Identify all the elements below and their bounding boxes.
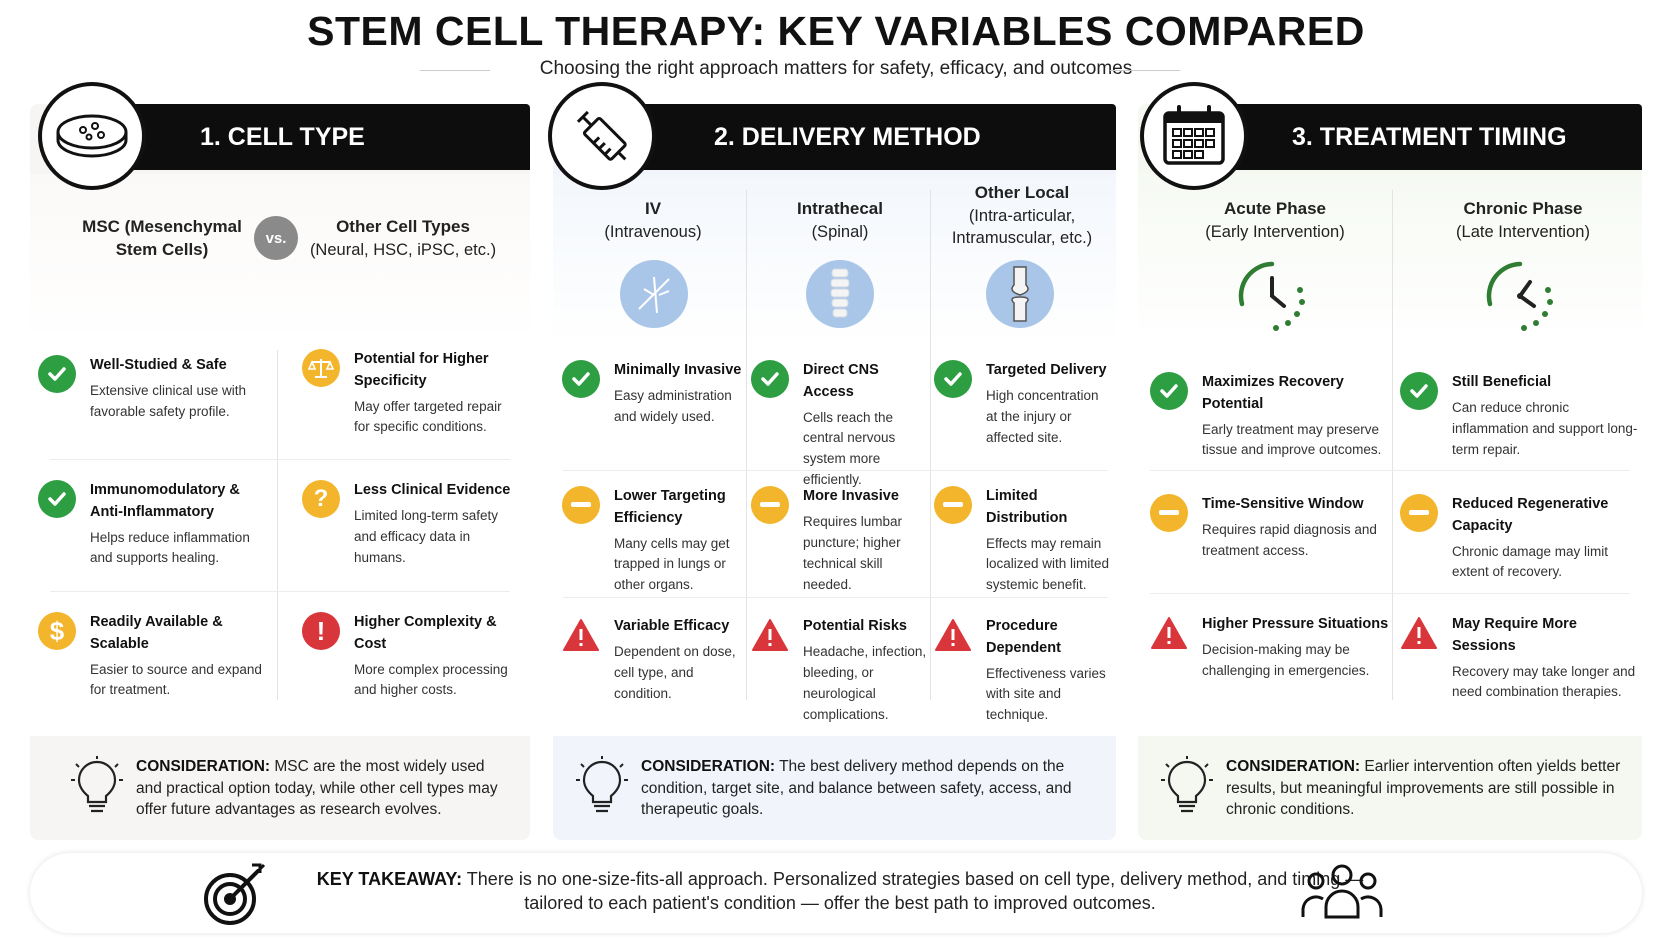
petri-dish-icon — [38, 82, 146, 190]
key-takeaway-bar: KEY TAKEAWAY: There is no one-size-fits-… — [30, 853, 1642, 933]
panel-heading: 2. DELIVERY METHOD — [600, 104, 1116, 170]
target-icon — [204, 863, 266, 925]
column-header-other-cells: Other Cell Types(Neural, HSC, iPSC, etc.… — [309, 217, 497, 259]
subtitle-divider-right — [1110, 70, 1180, 71]
minus-icon — [562, 486, 600, 524]
panel-cell-type — [30, 104, 530, 840]
lightbulb-icon — [1161, 756, 1213, 813]
minus-icon — [1150, 494, 1188, 532]
exclamation-icon: ! — [302, 612, 340, 650]
panel-heading: 3. TREATMENT TIMING — [1192, 104, 1642, 170]
check-icon — [38, 355, 76, 393]
check-icon — [1400, 372, 1438, 410]
page-title: STEM CELL THERAPY: KEY VARIABLES COMPARE… — [307, 8, 1365, 54]
consideration-timing: CONSIDERATION: Earlier intervention ofte… — [1160, 756, 1630, 821]
column-header-iv: IV(Intravenous) — [604, 199, 702, 241]
clock-late-icon — [1482, 258, 1558, 334]
check-icon — [562, 360, 600, 398]
dollar-icon: $ — [38, 612, 76, 650]
minus-icon — [751, 486, 789, 524]
check-icon — [38, 480, 76, 518]
column-header-other-local: Other Local(Intra-articular, Intramuscul… — [951, 183, 1093, 248]
minus-icon — [1400, 494, 1438, 532]
clock-early-icon — [1234, 258, 1310, 334]
column-header-chronic: Chronic Phase(Late Intervention) — [1456, 199, 1590, 241]
column-header-acute: Acute Phase(Early Intervention) — [1205, 199, 1345, 241]
panel-treatment-timing — [1138, 104, 1642, 840]
warning-icon — [1400, 614, 1438, 652]
column-header-intrathecal: Intrathecal(Spinal) — [797, 199, 883, 241]
check-icon — [934, 360, 972, 398]
key-takeaway-text: KEY TAKEAWAY: There is no one-size-fits-… — [316, 869, 1364, 914]
syringe-icon — [548, 82, 656, 190]
vein-illustration-icon — [620, 260, 688, 328]
spine-illustration-icon — [806, 260, 874, 328]
question-icon: ? — [302, 480, 340, 518]
warning-icon — [934, 616, 972, 654]
panel-heading: 1. CELL TYPE — [80, 104, 530, 170]
check-icon — [751, 360, 789, 398]
warning-icon — [562, 616, 600, 654]
balance-scale-icon — [302, 349, 340, 387]
calendar-icon — [1140, 82, 1248, 190]
people-group-icon — [1301, 864, 1383, 919]
subtitle-divider-left — [420, 70, 490, 71]
warning-icon — [1150, 614, 1188, 652]
lightbulb-icon — [71, 756, 123, 813]
column-header-msc: MSC (Mesenchymal Stem Cells) — [82, 217, 242, 259]
knee-joint-illustration-icon — [986, 260, 1054, 328]
vs-badge: vs. — [254, 216, 298, 260]
warning-icon — [751, 616, 789, 654]
check-icon — [1150, 372, 1188, 410]
consideration-delivery: CONSIDERATION: The best delivery method … — [575, 756, 1095, 821]
lightbulb-icon — [576, 756, 628, 813]
minus-icon — [934, 486, 972, 524]
consideration-cell-type: CONSIDERATION: MSC are the most widely u… — [70, 756, 510, 821]
page-subtitle: Choosing the right approach matters for … — [539, 58, 1133, 79]
